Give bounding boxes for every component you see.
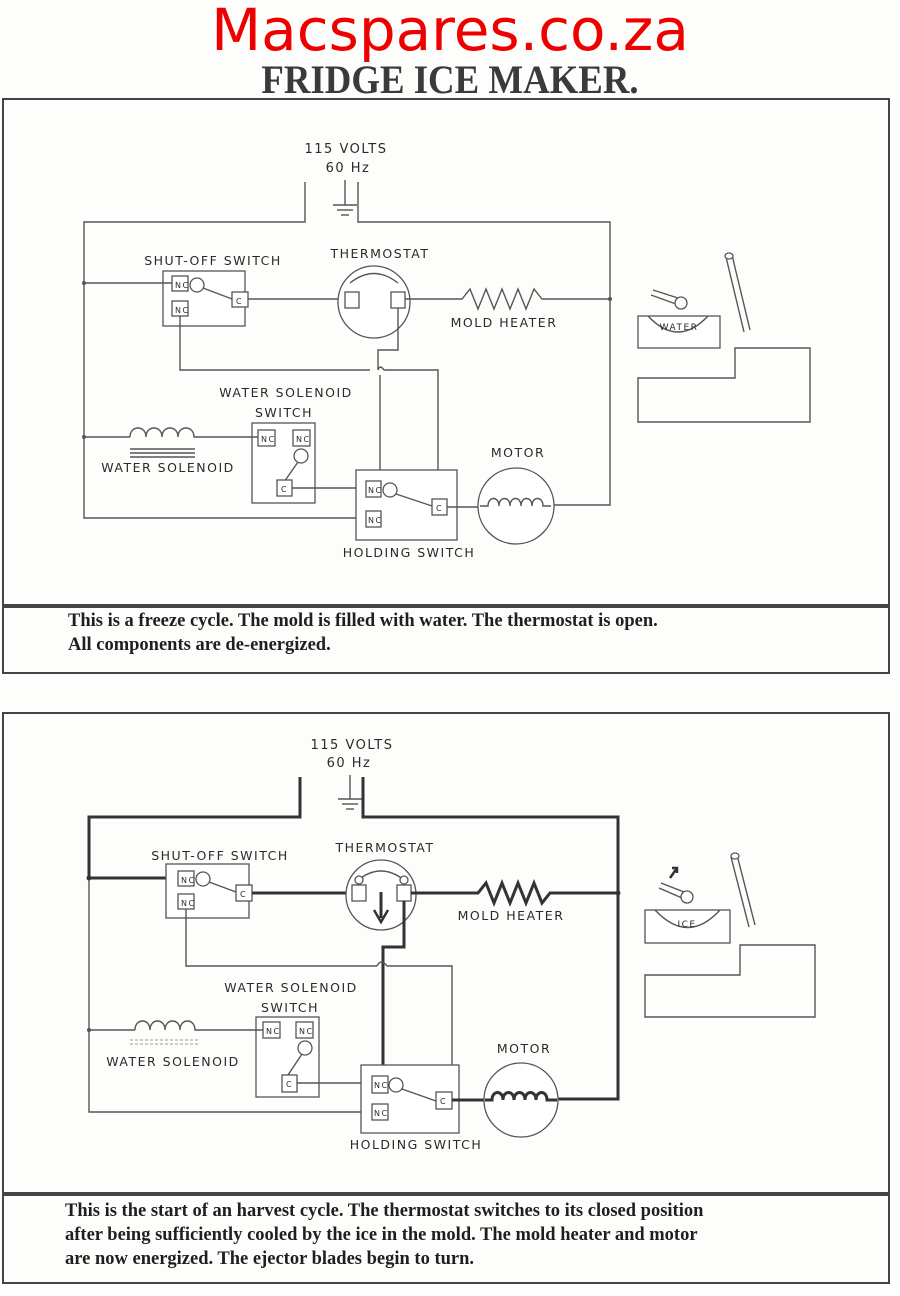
motor-coil-icon xyxy=(485,1091,557,1102)
svg-text:NC: NC xyxy=(266,1027,281,1036)
shutoff-switch-label: SHUT-OFF SWITCH xyxy=(144,253,282,268)
ground-icon xyxy=(338,775,362,810)
caption-line: This is a freeze cycle. The mold is fill… xyxy=(68,611,658,631)
thermostat-label: THERMOSTAT xyxy=(334,840,434,855)
rotation-arrow-icon xyxy=(668,866,679,879)
svg-text:NC: NC xyxy=(374,1109,389,1118)
solenoid-coil-icon xyxy=(134,1020,263,1031)
mold-contents-label: ICE xyxy=(677,920,696,930)
holding-switch-label: HOLDING SWITCH xyxy=(350,1137,483,1152)
svg-text:NC: NC xyxy=(181,876,196,885)
frequency-label: 60 Hz xyxy=(327,756,372,771)
motor-label: MOTOR xyxy=(497,1041,551,1056)
arrow-down-icon xyxy=(372,892,390,925)
water-solenoid-switch-label: WATER SOLENOID xyxy=(219,385,353,400)
solenoid-coil-icon xyxy=(129,427,258,438)
svg-text:SWITCH: SWITCH xyxy=(255,405,313,420)
freeze-cycle-diagram-panel xyxy=(2,98,890,608)
svg-text:NC: NC xyxy=(181,899,196,908)
harvest-cycle-diagram-panel xyxy=(2,712,890,1196)
mold-heater-label: MOLD HEATER xyxy=(458,908,565,923)
frequency-label: 60 Hz xyxy=(326,161,371,176)
svg-text:C: C xyxy=(440,1097,447,1106)
mold-heater-label: MOLD HEATER xyxy=(451,315,558,330)
svg-text:NC: NC xyxy=(299,1027,314,1036)
harvest-cycle-caption: This is the start of an harvest cycle. T… xyxy=(65,1199,885,1271)
shutoff-switch-label: SHUT-OFF SWITCH xyxy=(151,848,289,863)
site-watermark: Macspares.co.za xyxy=(211,0,689,64)
holding-switch-label: HOLDING SWITCH xyxy=(343,545,476,560)
caption-line: are now energized. The ejector blades be… xyxy=(65,1249,475,1269)
water-solenoid-label: WATER SOLENOID xyxy=(101,460,235,475)
water-solenoid-switch-label: WATER SOLENOID xyxy=(224,980,358,995)
svg-text:NC: NC xyxy=(368,516,383,525)
harvest-cycle-caption-box xyxy=(2,1192,890,1284)
svg-text:NC: NC xyxy=(175,306,190,315)
svg-text:C: C xyxy=(436,504,443,513)
caption-line: All components are de-energized. xyxy=(68,635,331,655)
freeze-cycle-caption: This is a freeze cycle. The mold is fill… xyxy=(68,609,868,657)
svg-text:NC: NC xyxy=(175,281,190,290)
ice-mold-illustration: WATER xyxy=(637,252,811,423)
thermostat-label: THERMOSTAT xyxy=(329,246,429,261)
freeze-cycle-schematic: 115 VOLTS 60 Hz SHUT-OFF SWITCH NC C NC … xyxy=(82,142,811,560)
svg-text:SWITCH: SWITCH xyxy=(261,1000,319,1015)
water-solenoid-label: WATER SOLENOID xyxy=(106,1054,240,1069)
mold-contents-label: WATER xyxy=(660,323,699,333)
resistor-icon xyxy=(470,878,618,908)
svg-text:NC: NC xyxy=(368,486,383,495)
svg-text:NC: NC xyxy=(374,1081,389,1090)
svg-text:C: C xyxy=(281,485,288,494)
svg-text:C: C xyxy=(236,297,243,306)
thermostat xyxy=(337,265,411,339)
motor xyxy=(477,467,555,545)
caption-line: after being sufficiently cooled by the i… xyxy=(65,1225,698,1245)
svg-text:C: C xyxy=(286,1080,293,1089)
svg-text:NC: NC xyxy=(296,435,311,444)
motor xyxy=(483,1062,559,1138)
page-title: FRIDGE ICE MAKER. xyxy=(261,57,639,102)
ice-mold-illustration: ICE xyxy=(644,852,816,1018)
freeze-cycle-caption-box xyxy=(2,604,890,674)
motor-label: MOTOR xyxy=(491,445,545,460)
caption-line: This is the start of an harvest cycle. T… xyxy=(65,1201,704,1221)
svg-text:NC: NC xyxy=(261,435,276,444)
ground-icon xyxy=(333,180,357,216)
resistor-icon xyxy=(455,287,610,311)
svg-text:C: C xyxy=(240,890,247,899)
voltage-label: 115 VOLTS xyxy=(311,738,394,753)
motor-coil-icon xyxy=(480,497,551,507)
voltage-label: 115 VOLTS xyxy=(305,142,388,157)
